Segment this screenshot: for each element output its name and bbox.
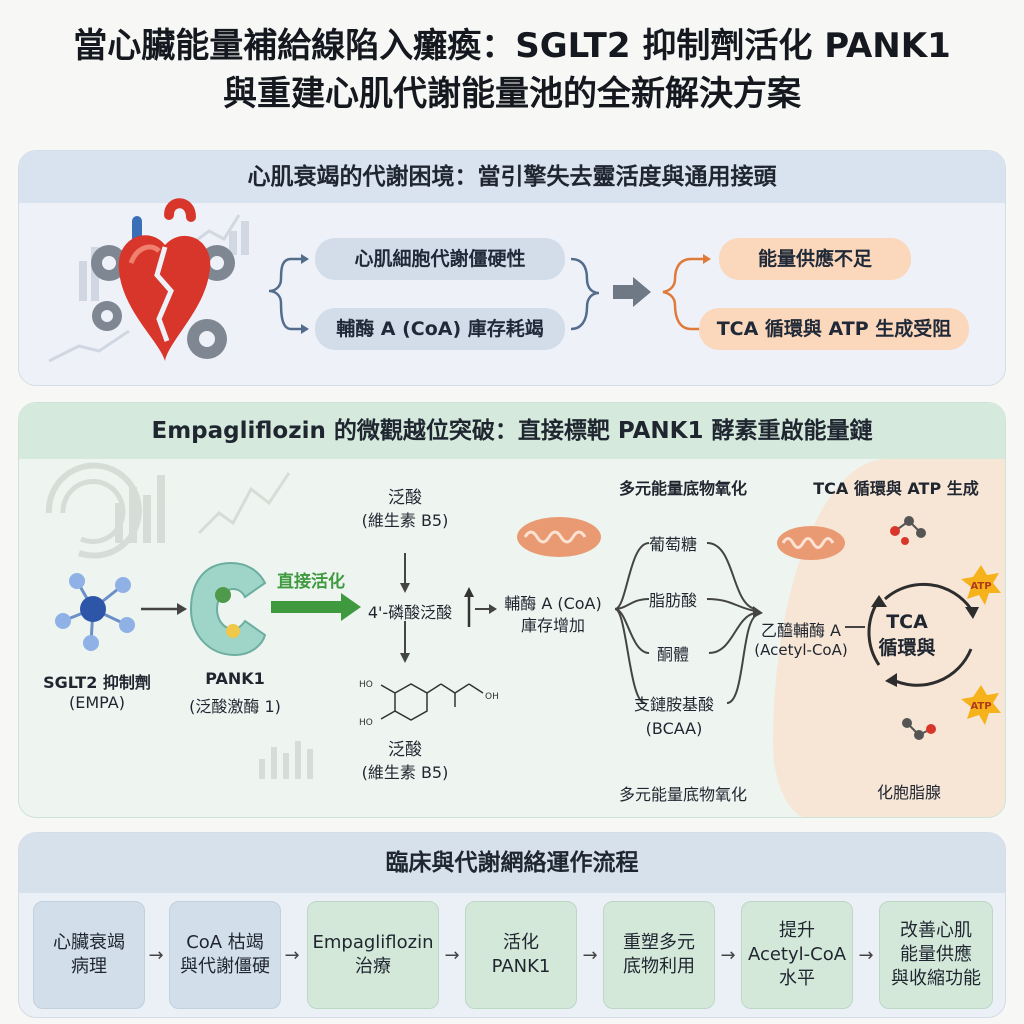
substrate-fatty-acid: 脂肪酸 [648,591,697,610]
acetyl-coa-label: 乙醯輔酶 A [760,621,842,640]
title-line-1: 當心臟能量補給線陷入癱瘓：SGLT2 抑制劑活化 PANK1 [73,26,951,66]
tca-bottom-label: 化胞脂腺 [876,783,941,802]
panel-metabolic-dilemma: 心肌衰竭的代謝困境：當引擎失去靈活度與通用接頭 [18,150,1006,386]
pantothenic-acid-structure-icon [380,683,484,721]
workflow-step-6: 提升 Acetyl-CoA 水平 [741,901,853,1009]
workflow-step-2: CoA 枯竭 與代謝僵硬 [169,901,281,1009]
panel1-heading: 心肌衰竭的代謝困境：當引擎失去靈活度與通用接頭 [19,151,1005,203]
workflow-step-1: 心臟衰竭 病理 [33,901,145,1009]
acetyl-coa-en: (Acetyl-CoA) [754,641,848,659]
atp-star-icon [961,565,1001,725]
workflow-step-4: 活化 PANK1 [465,901,577,1009]
atp-label-1: ATP [970,581,991,592]
substrate-glucose: 葡萄糖 [648,535,697,554]
tca-atp-title: TCA 循環與 ATP 生成 [813,479,979,498]
arrow-right-icon: → [444,945,460,966]
pank1-enzyme-icon [189,561,267,657]
vitamin-bottom-name: 泛酸 [388,740,422,760]
arrow-right-icon: → [148,945,164,966]
step-label: 提升 Acetyl-CoA 水平 [747,920,847,989]
coa-increase-label: 輔酶 A (CoA) 庫存增加 [504,594,602,635]
mitochondria-icon [517,517,601,557]
step-label: 重塑多元 底物利用 [623,932,695,977]
arrow-right-icon: → [858,945,874,966]
phosphopantothenate-label: 4'-磷酸泛酸 [367,603,453,622]
drug-name: SGLT2 抑制劑 [43,673,151,692]
workflow-step-7: 改善心肌 能量供應 與收縮功能 [879,901,993,1009]
oh-label: OH [485,692,499,702]
arrow-right-icon: → [284,945,300,966]
substrate-ketone: 酮體 [656,645,689,664]
page-title: 當心臟能量補給線陷入癱瘓：SGLT2 抑制劑活化 PANK1 與重建心肌代謝能量… [0,22,1024,118]
cause-coa-depletion: 輔酶 A (CoA) 庫存耗竭 [315,308,565,350]
panel-pank1-breakthrough: Empagliflozin 的微觀越位突破：直接標靶 PANK1 酵素重啟能量鏈 [18,402,1006,818]
enzyme-name: PANK1 [205,669,265,688]
ho-label-2: HO [359,718,373,728]
vitamin-top-sub: (維生素 B5) [361,511,449,530]
mitochondria-icon-2 [777,526,845,560]
panel1-graphics [48,198,711,363]
cause-metabolic-rigidity: 心肌細胞代謝僵硬性 [315,238,565,280]
effect-tca-atp-blocked: TCA 循環與 ATP 生成受阻 [699,308,969,350]
workflow-step-5: 重塑多元 底物利用 [603,901,715,1009]
vitamin-top-name: 泛酸 [388,488,422,508]
broken-heart-icon [118,198,211,361]
drug-abbr: (EMPA) [69,693,125,712]
substrate-oxidation-footer: 多元能量底物氧化 [618,785,747,804]
panel2-heading: Empagliflozin 的微觀越位突破：直接標靶 PANK1 酵素重啟能量鏈 [19,403,1005,459]
faint-analytics-icon [45,462,313,779]
atp-label-2: ATP [970,701,991,712]
panel2-graphics: OH HO HO [45,462,1001,779]
tca-center-label: TCA 循環與 [878,611,936,659]
tca-cycle-icon [867,582,973,687]
activation-label: 直接活化 [277,572,345,592]
step-label: 心臟衰竭 病理 [53,932,125,977]
step-label: 活化 PANK1 [491,932,551,977]
vitamin-bottom-sub: (維生素 B5) [361,763,449,782]
grey-arrow-icon [613,277,651,307]
substrate-bcaa: 支鏈胺基酸 (BCAA) [633,695,714,738]
step-label: CoA 枯竭 與代謝僵硬 [180,932,270,977]
enzyme-full-name: (泛酸激酶 1) [189,697,281,716]
substrate-oxidation-title: 多元能量底物氧化 [618,479,747,498]
small-molecule-icon [890,516,926,545]
ho-label-1: HO [359,680,373,690]
step-label: 改善心肌 能量供應 與收縮功能 [891,920,981,989]
panel-clinical-workflow: 臨床與代謝網絡運作流程 心臟衰竭 病理 → CoA 枯竭 與代謝僵硬 → Emp… [18,832,1006,1018]
small-molecule-icon-2 [902,718,936,740]
step-label: Empagliflozin 治療 [312,932,434,977]
arrow-right-icon: → [720,945,736,966]
arrow-right-icon: → [582,945,598,966]
effect-energy-deficit: 能量供應不足 [719,238,911,280]
workflow-step-3: Empagliflozin 治療 [307,901,439,1009]
panel3-heading: 臨床與代謝網絡運作流程 [19,833,1005,893]
title-line-2: 與重建心肌代謝能量池的全新解決方案 [223,74,801,114]
molecule-network-icon [55,573,135,651]
